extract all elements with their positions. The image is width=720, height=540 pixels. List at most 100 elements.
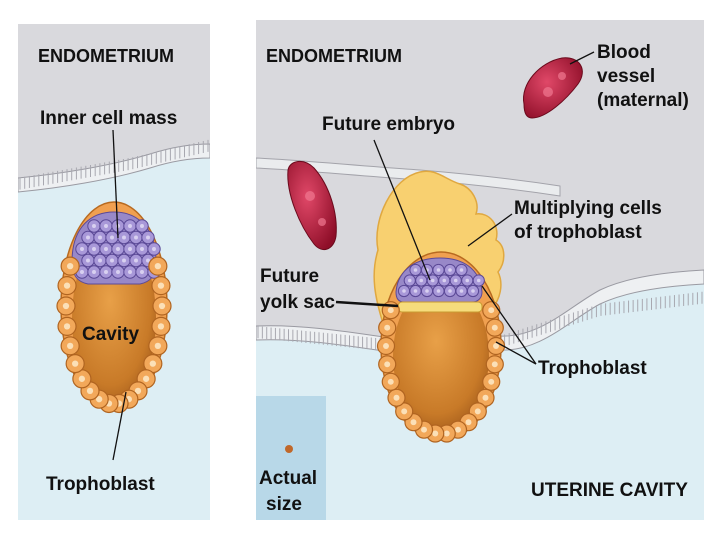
left-blastocyst xyxy=(56,201,172,414)
blood-vessel-leader xyxy=(569,51,595,65)
future-embryo-leader xyxy=(373,139,431,281)
future-yolk-sac-label-1: Future xyxy=(260,266,319,287)
future-yolk-sac-layer xyxy=(397,301,483,313)
right-cavity xyxy=(393,282,489,430)
right-trophoblast-cells xyxy=(376,301,506,443)
icm-nucleus xyxy=(98,258,102,263)
left-icm-cells xyxy=(75,219,161,279)
icm-nucleus xyxy=(453,278,458,283)
yolk-sac-leader xyxy=(335,300,399,308)
multiplying-label-1: Multiplying cells xyxy=(514,198,662,219)
icm-nucleus xyxy=(140,270,144,274)
icm-nucleus xyxy=(419,278,424,283)
icm-nucleus xyxy=(413,289,418,293)
icm-nucleus xyxy=(122,235,126,240)
trophoblast-nucleus xyxy=(410,419,417,426)
icm-nucleus xyxy=(80,247,84,251)
trophoblast-leader-1 xyxy=(481,285,537,365)
trophoblast-nucleus xyxy=(63,282,71,289)
left-epithelium-stripes xyxy=(19,139,209,190)
trophoblast-nucleus xyxy=(142,375,150,382)
icm-nucleus xyxy=(128,224,132,228)
icm-nucleus xyxy=(128,247,132,251)
icm-nucleus xyxy=(459,289,464,293)
trophoblast-nucleus xyxy=(488,307,495,314)
icm-nucleus xyxy=(98,235,102,240)
future-yolk-sac-label-2: yolk sac xyxy=(260,292,335,313)
blood-vessel-label-3: (maternal) xyxy=(597,90,689,111)
trophoblast-nucleus xyxy=(493,343,499,349)
blood-vessel-left xyxy=(287,161,337,251)
icm-nucleus xyxy=(402,289,406,293)
left-cavity-label: Cavity xyxy=(82,324,139,345)
uterine-cavity-label: UTERINE CAVITY xyxy=(531,480,688,501)
icm-nucleus xyxy=(146,235,150,240)
trophoblast-nucleus xyxy=(455,426,461,433)
trophoblast-nucleus xyxy=(78,375,86,382)
right-epithelium-stripes xyxy=(257,291,703,351)
icm-nucleus xyxy=(459,268,464,272)
trophoblast-nucleus xyxy=(491,324,498,331)
icm-nucleus xyxy=(116,247,120,251)
trophoblast-nucleus xyxy=(387,378,394,385)
trophoblast-leader-2 xyxy=(495,341,537,365)
right-trophoblast-label: Trophoblast xyxy=(538,358,647,379)
actual-size-dot xyxy=(285,445,293,453)
icm-nucleus xyxy=(471,289,475,293)
icm-nucleus xyxy=(86,258,90,263)
left-title: ENDOMETRIUM xyxy=(38,46,174,66)
icm-nucleus xyxy=(413,268,418,272)
trophoblast-nucleus xyxy=(154,262,162,270)
trophoblast-nucleus xyxy=(421,426,427,433)
trophoblast-nucleus xyxy=(62,302,70,310)
blood-vessel-label-2: vessel xyxy=(597,66,655,87)
icm-nucleus xyxy=(134,258,138,263)
trophoblast-nucleus xyxy=(149,360,156,367)
trophoblast-nucleus xyxy=(465,419,472,426)
right-title: ENDOMETRIUM xyxy=(266,46,402,66)
icm-nucleus xyxy=(104,270,108,274)
trophoblast-nucleus xyxy=(72,360,79,367)
left-inner-cell-mass-label: Inner cell mass xyxy=(40,108,177,129)
icm-nucleus xyxy=(430,278,435,283)
icm-nucleus xyxy=(436,268,441,272)
right-blastocyst xyxy=(373,170,506,443)
trophoblast-nucleus xyxy=(66,262,74,270)
trophoblast-nucleus xyxy=(491,361,498,368)
icm-nucleus xyxy=(140,247,144,251)
future-embryo-label: Future embryo xyxy=(322,114,455,135)
icm-nucleus xyxy=(134,235,138,240)
trophoblast-nucleus xyxy=(393,394,400,401)
left-panel: ENDOMETRIUM Inner cell mass Cavity Troph… xyxy=(18,24,210,520)
trophoblast-nucleus xyxy=(387,307,394,314)
icm-nucleus xyxy=(92,247,96,251)
trophoblast-nucleus xyxy=(482,394,489,401)
icm-nucleus xyxy=(476,278,481,283)
trophoblast-nucleus xyxy=(443,430,450,437)
actual-size-label-1: Actual xyxy=(259,468,317,489)
trophoblast-nucleus xyxy=(384,361,391,368)
multiplying-leader xyxy=(467,213,513,247)
icm-nucleus xyxy=(104,247,108,251)
trophoblast-nucleus xyxy=(157,323,165,330)
left-troph-leader xyxy=(112,391,127,461)
icm-nucleus xyxy=(407,278,412,283)
icm-nucleus xyxy=(436,289,441,293)
multiplying-label-2: of trophoblast xyxy=(514,222,642,243)
icm-nucleus xyxy=(104,224,108,228)
right-panel: ENDOMETRIUM Blood vessel (maternal) Futu… xyxy=(256,20,704,520)
trophoblast-nucleus xyxy=(384,324,391,331)
trophoblast-nucleus xyxy=(86,387,94,395)
icm-nucleus xyxy=(80,270,84,274)
blood-vessel-top xyxy=(523,57,583,119)
icm-nucleus xyxy=(86,235,90,240)
icm-nucleus xyxy=(92,270,96,274)
right-icm-cells xyxy=(397,263,485,298)
icm-nucleus xyxy=(128,270,132,274)
actual-size-label-2: size xyxy=(266,494,302,515)
trophoblast-nucleus xyxy=(474,408,481,415)
trophoblast-nucleus xyxy=(488,378,495,385)
left-trophoblast-label: Trophoblast xyxy=(46,474,155,495)
left-icm-leader xyxy=(112,129,119,239)
